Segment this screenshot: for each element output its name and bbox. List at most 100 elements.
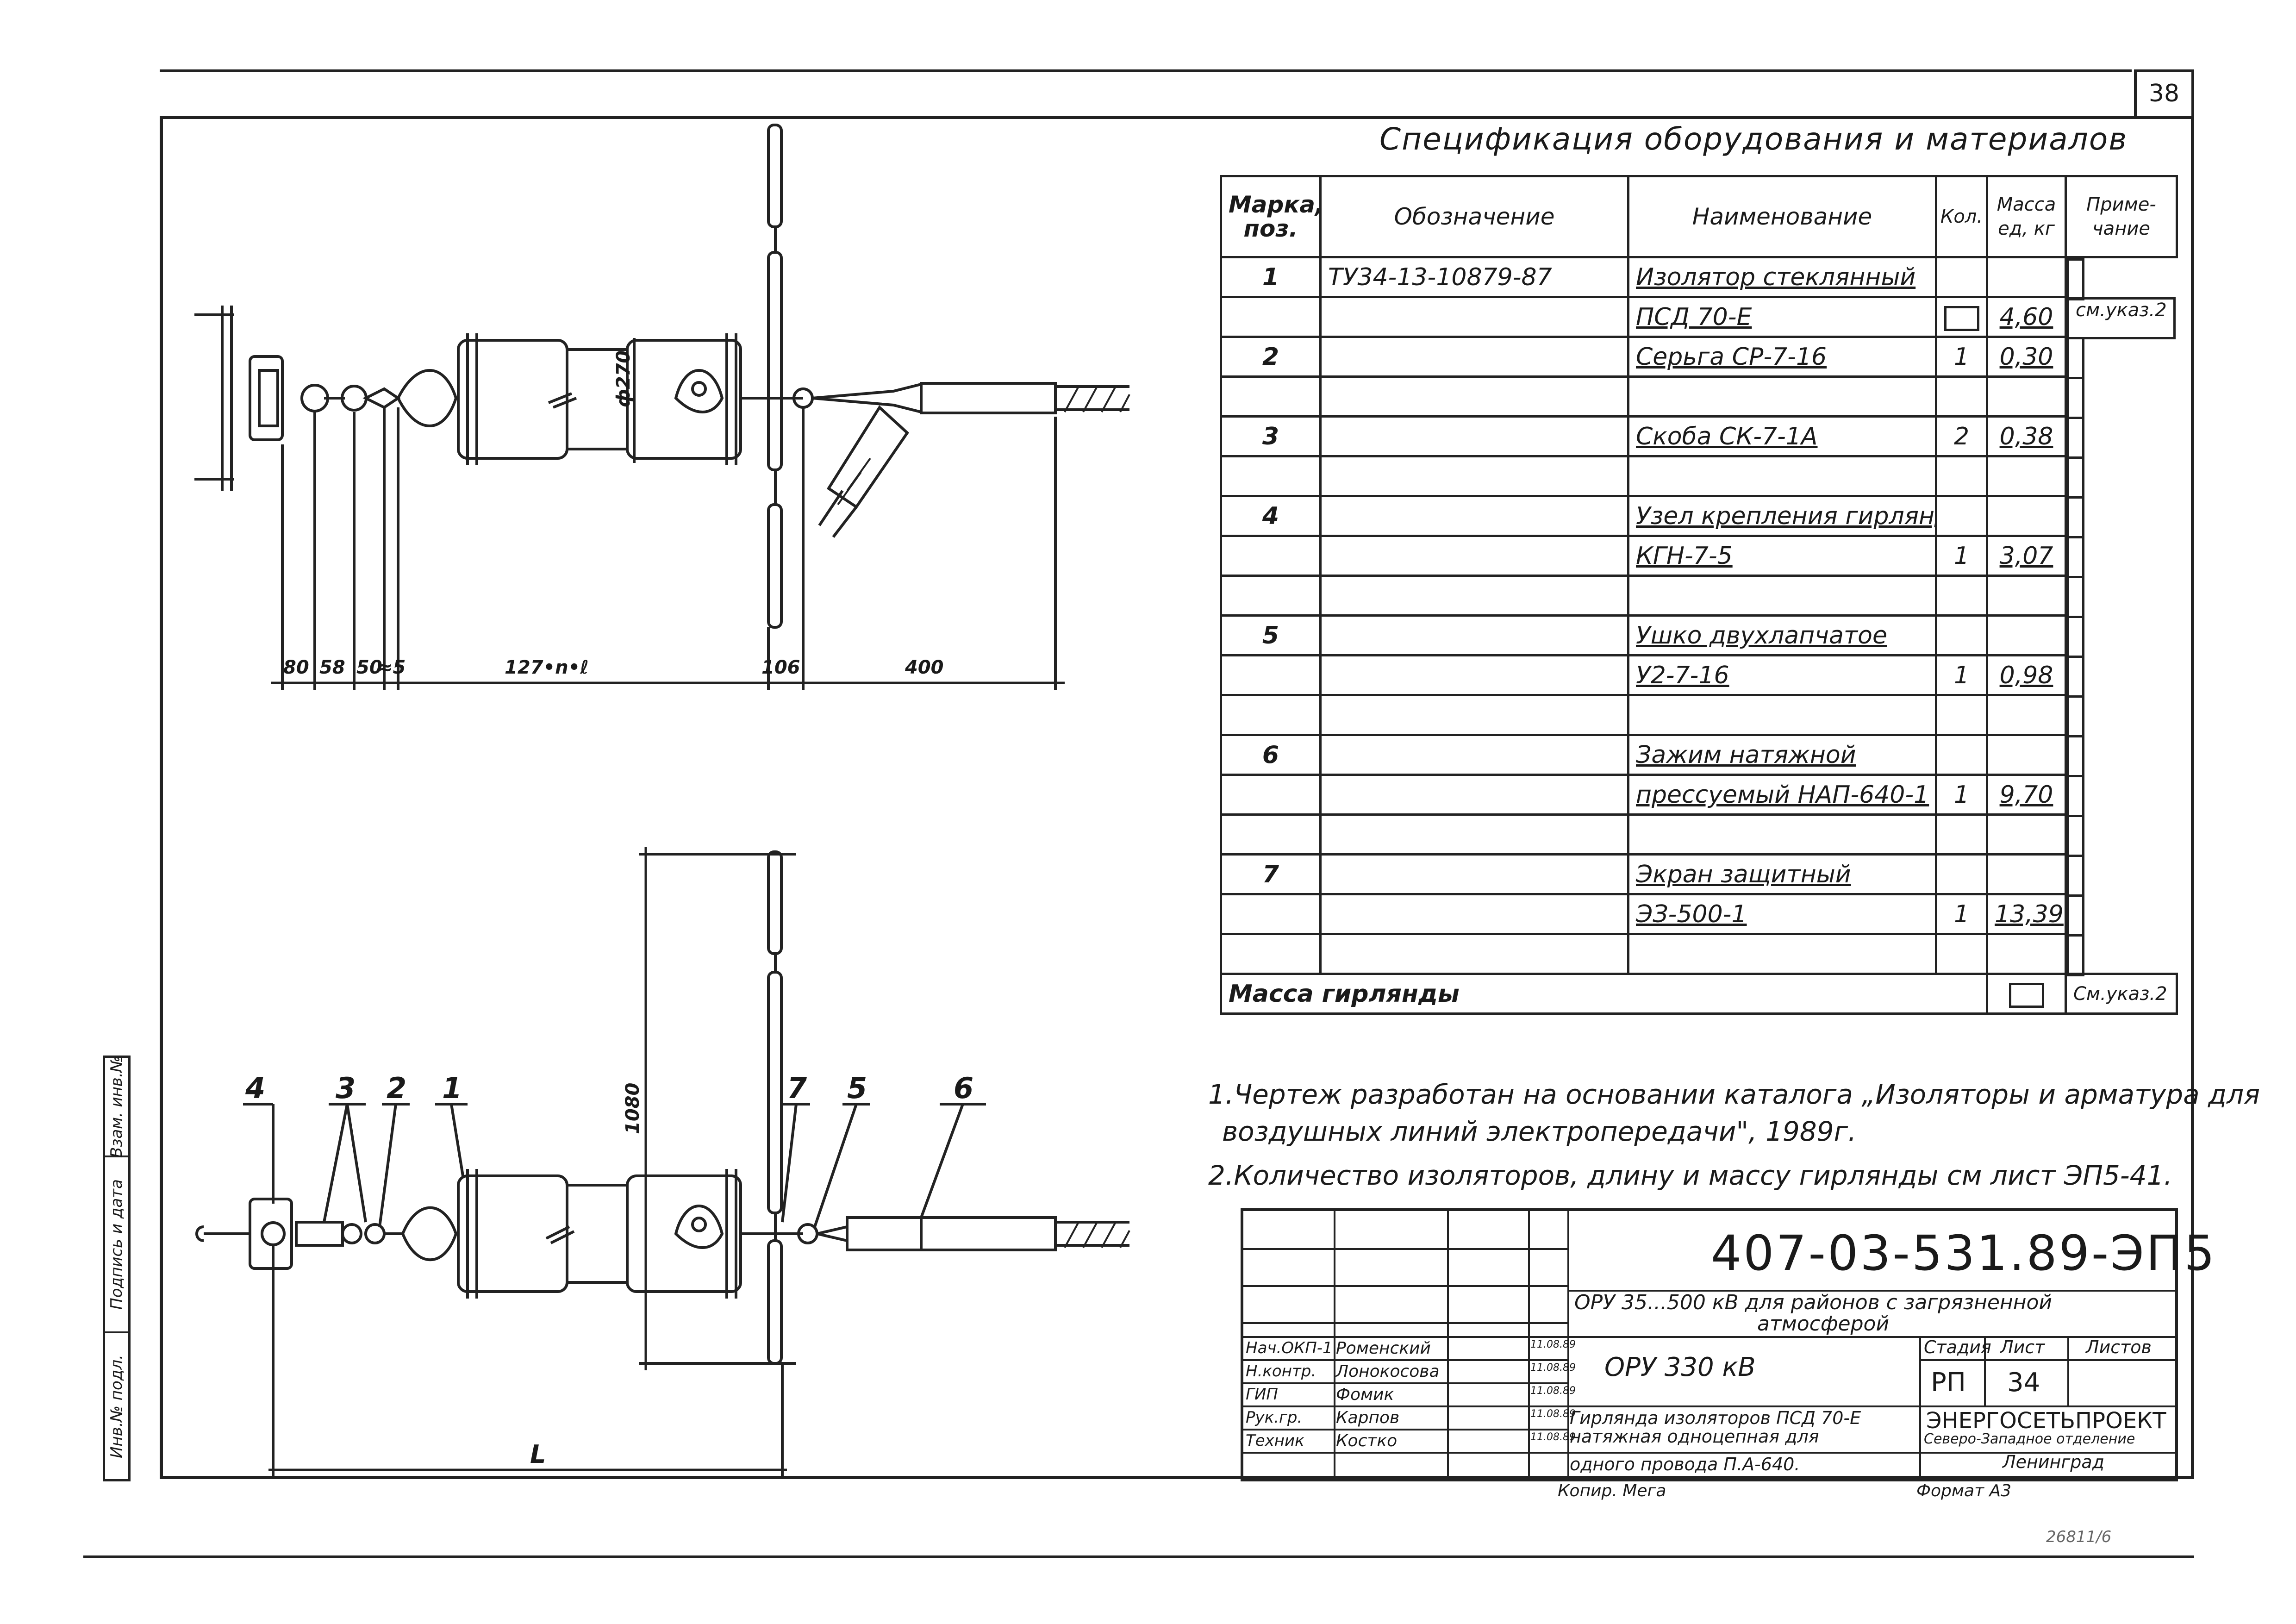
spec-cell-name — [1627, 455, 1937, 497]
table-row — [1220, 375, 2177, 419]
spec-cell-name: КГН-7-5 — [1627, 535, 1937, 577]
spec-cell-designation — [1319, 614, 1629, 656]
spec-cell-qty: 1 — [1935, 774, 1988, 816]
spec-cell-mass — [1986, 694, 2067, 736]
dim-127nl: 127•n•ℓ — [505, 657, 589, 678]
spec-cell-pos — [1220, 813, 1322, 856]
spec-cell-name: Зажим натяжной — [1627, 734, 1937, 776]
stage-label: Стадия — [1924, 1337, 1991, 1357]
spec-cell-note: см.указ.2 — [2067, 297, 2176, 339]
spec-cell-designation — [1319, 495, 1629, 537]
doc-title-line-2: натяжная одноцепная для — [1570, 1426, 1819, 1447]
spec-cell-qty — [1935, 933, 1988, 975]
copied-label: Копир. Мега — [1558, 1481, 1666, 1500]
callout-3: 3 — [336, 1071, 356, 1105]
spec-cell-qty: 1 — [1935, 893, 1988, 935]
spec-cell-mass: 0,30 — [1986, 336, 2067, 378]
spec-cell-designation — [1319, 813, 1629, 856]
spec-cell-name: Серьга СР-7-16 — [1627, 336, 1937, 378]
spec-cell-mass: 0,98 — [1986, 654, 2067, 696]
spec-cell-note — [2067, 536, 2084, 578]
dim-length: L — [530, 1440, 546, 1469]
role-date: 11.08.89 — [1530, 1431, 1576, 1443]
spec-cell-mass — [1986, 375, 2067, 418]
total-box-cell — [1986, 973, 2067, 1015]
spec-cell-pos — [1220, 575, 1322, 617]
spec-cell-designation — [1319, 734, 1629, 776]
callout-2: 2 — [387, 1071, 406, 1105]
spec-cell-note — [2067, 496, 2084, 538]
spec-cell-mass: 0,38 — [1986, 415, 2067, 457]
spec-cell-qty — [1935, 296, 1988, 338]
spec-cell-qty — [1935, 375, 1988, 418]
dim-height: 1080 — [622, 1083, 643, 1134]
qty-box — [1944, 306, 1979, 331]
spec-title: Спецификация оборудования и материалов — [1379, 121, 2128, 157]
spec-total-row: Масса гирлянды См.указ.2 — [1220, 973, 2178, 1015]
spec-cell-designation — [1319, 415, 1629, 457]
spec-cell-name — [1627, 813, 1937, 856]
role-name: Карпов — [1336, 1408, 1400, 1427]
table-row — [1220, 694, 2177, 737]
role-date: 11.08.89 — [1530, 1408, 1576, 1420]
spec-cell-pos: 3 — [1220, 415, 1322, 457]
spec-cell-designation — [1319, 455, 1629, 497]
spec-cell-qty — [1935, 813, 1988, 856]
spec-cell-mass: 9,70 — [1986, 774, 2067, 816]
spec-cell-pos: 5 — [1220, 614, 1322, 656]
spec-cell-qty — [1935, 614, 1988, 656]
header-name: Наименование — [1627, 175, 1937, 258]
spec-cell-pos: 4 — [1220, 495, 1322, 537]
spec-cell-note — [2067, 814, 2084, 857]
spec-cell-name: Экран защитный — [1627, 853, 1937, 895]
spec-cell-qty — [1935, 575, 1988, 617]
spec-cell-designation — [1319, 853, 1629, 895]
header-qty: Кол. — [1935, 175, 1988, 258]
dim-50: 50 — [356, 657, 382, 678]
spec-cell-pos — [1220, 893, 1322, 935]
spec-cell-name: У2-7-16 — [1627, 654, 1937, 696]
callout-7: 7 — [787, 1071, 807, 1105]
spec-cell-mass — [1986, 575, 2067, 617]
header-designation: Обозначение — [1319, 175, 1629, 258]
spec-cell-name: ЭЗ-500-1 — [1627, 893, 1937, 935]
spec-cell-note — [2067, 894, 2084, 937]
spec-cell-pos — [1220, 694, 1322, 736]
header-pos: Марка, поз. — [1220, 175, 1322, 258]
spec-cell-designation — [1319, 774, 1629, 816]
spec-cell-note — [2067, 416, 2084, 459]
doc-title-line-1: Гирлянда изоляторов ПСД 70-Е — [1570, 1408, 1861, 1428]
sheet-number: 38 — [2134, 69, 2194, 116]
spec-cell-qty — [1935, 853, 1988, 895]
spec-cell-note — [2067, 735, 2084, 777]
dim-diameter: ф270 — [613, 350, 634, 407]
header-mass: Масса ед, кг — [1986, 175, 2067, 258]
role-name: Костко — [1336, 1431, 1398, 1450]
spec-cell-note — [2067, 854, 2084, 897]
spec-cell-note — [2067, 337, 2084, 379]
spec-cell-mass — [1986, 813, 2067, 856]
role-role: Рук.гр. — [1246, 1408, 1303, 1427]
format-label: Формат А3 — [1916, 1481, 2012, 1500]
spec-cell-mass: 3,07 — [1986, 535, 2067, 577]
table-row — [1220, 575, 2177, 618]
org-city: Ленинград — [2003, 1452, 2104, 1472]
spec-cell-designation — [1319, 575, 1629, 617]
object-name: ОРУ 330 кВ — [1604, 1352, 1756, 1382]
spec-cell-pos — [1220, 933, 1322, 975]
spec-cell-note — [2067, 775, 2084, 817]
role-name: Лонокосова — [1336, 1362, 1440, 1381]
spec-cell-designation — [1319, 654, 1629, 696]
dim-400: 400 — [905, 657, 944, 678]
spec-cell-name — [1627, 575, 1937, 617]
spec-cell-qty — [1935, 455, 1988, 497]
role-date: 11.08.89 — [1530, 1362, 1576, 1374]
dim-80: 80 — [283, 657, 309, 678]
spec-cell-note — [2067, 258, 2084, 300]
spec-cell-name: прессуемый НАП-640-1 — [1627, 774, 1937, 816]
